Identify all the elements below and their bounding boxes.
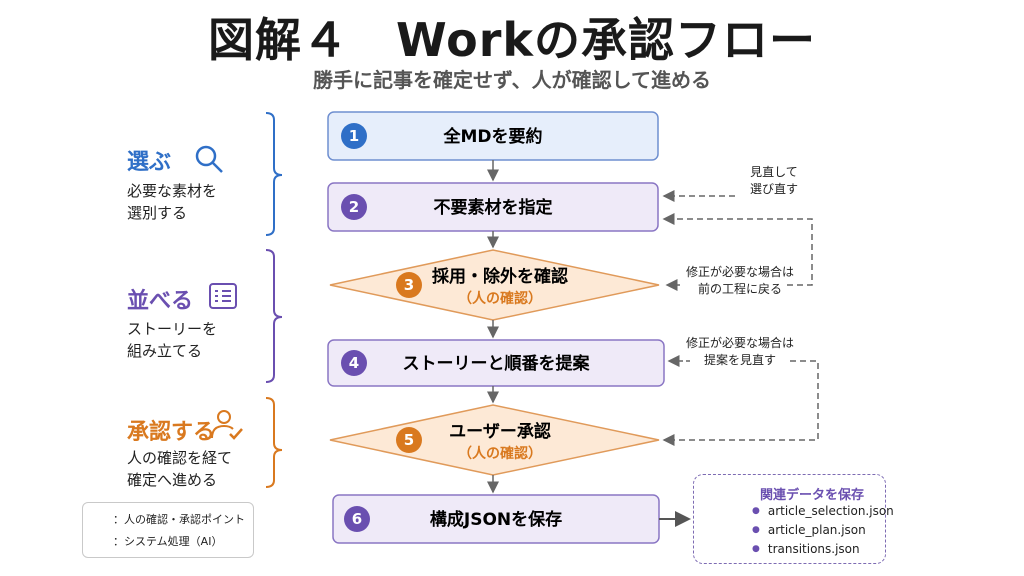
note-back-line-1: 修正が必要な場合は [686,264,794,279]
step-5-diamond [329,404,660,476]
user-check-icon [211,410,243,440]
stage-approve-desc: 人の確認を経て 確定へ進める [127,447,232,491]
list-icon [209,283,237,309]
step-2-number-badge [341,194,367,220]
step-5-sublabel: （人の確認） [458,445,542,462]
stage-bracket-select [265,112,283,236]
stage-bracket-arrange [265,249,283,383]
file-item: article_selection.json [752,504,894,518]
step-3-diamond [329,249,660,321]
stage-select-desc: 必要な素材を 選別する [127,180,217,224]
step-3-label: 採用・除外を確認 [432,266,568,287]
step-3-number-badge [396,272,422,298]
stage-arrange-desc-line-2: 組み立てる [127,342,203,360]
stage-approve-desc-line-2: 確定へ進める [127,471,218,489]
step-2-label: 不要素材を指定 [434,197,553,218]
step-4-box [327,339,665,387]
legend-human: ：人の確認・承認ポイント [113,513,245,526]
stage-bracket-approve [265,397,283,488]
step-1-label: 全MDを要約 [442,126,542,147]
page-subtitle: 勝手に記事を確定せず、人が確認して進める [313,68,711,92]
stage-select-title: 選ぶ [127,150,172,175]
step-1-number-badge [341,123,367,149]
note-revise-line-1: 修正が必要な場合は [686,335,794,350]
stage-arrange-desc: ストーリーを 組み立てる [127,318,217,362]
step-6-label: 構成JSONを保存 [430,509,562,530]
step-2-number: 2 [349,198,359,216]
revise-loop-arrow [662,360,819,446]
stage-select-desc-line-1: 必要な素材を [127,182,218,200]
step-3-number: 3 [404,276,414,294]
back-loop-arrow [662,213,813,286]
magnifier-icon [195,145,223,173]
step-4-label: ストーリーと順番を提案 [403,353,591,374]
stage-approve-desc-line-1: 人の確認を経て [127,449,233,467]
step-5-label: ユーザー承認 [449,421,551,442]
note-reselect-line-1: 見直して [750,165,798,179]
step-4-number-badge [341,350,367,376]
stage-arrange-desc-line-1: ストーリーを [127,320,218,338]
page-title: 図解４ Workの承認フロー [208,13,816,67]
note-revise-line-2: 提案を見直す [704,352,776,367]
stage-arrange-title: 並べる [127,289,194,314]
related-files-title: 関連データを保存 [760,488,865,503]
file-item: article_plan.json [752,523,866,537]
stage-select-desc-line-2: 選別する [127,204,188,222]
file-item: transitions.json [752,542,860,556]
step-1-number: 1 [349,127,359,145]
step-6-number: 6 [352,510,362,528]
note-back-line-2: 前の工程に戻る [698,281,782,296]
step-6-number-badge [344,506,370,532]
step-5-number: 5 [404,431,414,449]
step-5-number-badge [396,427,422,453]
step-4-number: 4 [349,354,359,372]
legend: ：人の確認・承認ポイント ：システム処理（AI） [82,502,254,558]
note-reselect-line-2: 選び直す [750,182,798,196]
stage-approve-title: 承認する [127,420,216,445]
step-3-sublabel: （人の確認） [458,290,542,307]
legend-system: ：システム処理（AI） [113,535,223,548]
